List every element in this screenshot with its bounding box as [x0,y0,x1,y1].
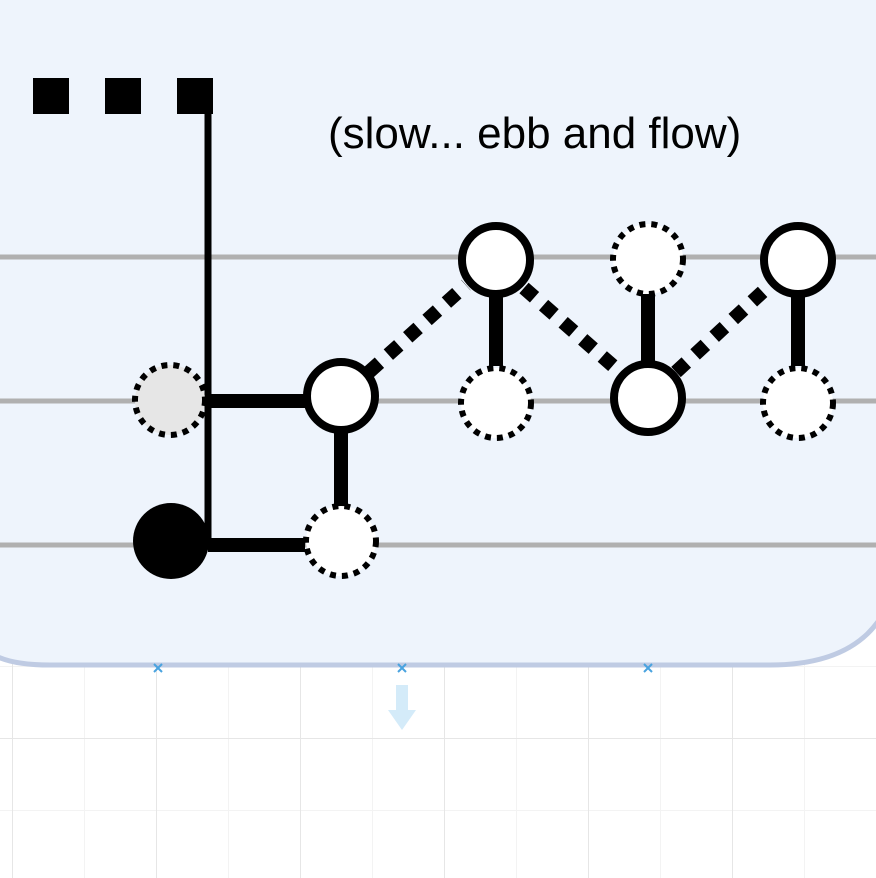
selection-handle-icon[interactable] [153,663,163,673]
drop-arrow-icon[interactable] [388,685,416,730]
note-n4[interactable] [760,222,836,298]
square-marker-icon[interactable] [33,78,69,114]
selection-handle-icon[interactable] [397,663,407,673]
note-n2[interactable] [458,222,534,298]
note-n2-shadow[interactable] [458,365,534,441]
note-n3-shadow[interactable] [610,221,686,297]
annotation-text: (slow... ebb and flow) [328,109,741,158]
square-marker-icon[interactable] [105,78,141,114]
dotted-connector-2 [519,282,625,378]
note-ghost-start[interactable] [132,362,208,438]
note-n4-shadow[interactable] [760,365,836,441]
note-solid-start[interactable] [133,503,209,579]
container-panel[interactable] [0,0,876,668]
selection-handle-icon[interactable] [643,663,653,673]
note-n1-shadow[interactable] [303,503,379,579]
note-n1[interactable] [303,358,379,434]
note-n3[interactable] [610,360,686,436]
dotted-connector-3 [671,279,775,378]
dotted-connector-1 [364,279,471,378]
